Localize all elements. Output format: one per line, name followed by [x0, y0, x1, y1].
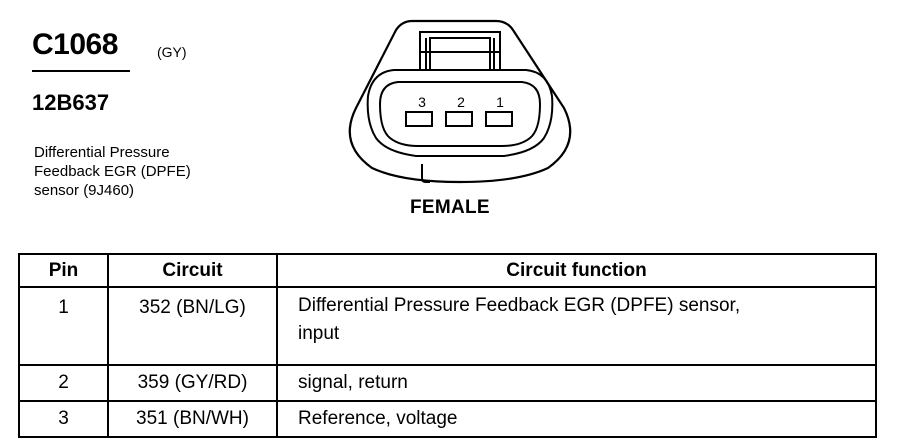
function-cell: Reference, voltage — [276, 400, 877, 438]
title-underline — [32, 70, 130, 72]
table-header-row: Pin Circuit Circuit function — [18, 253, 877, 288]
pin-terminal-3 — [405, 111, 433, 127]
table-row: 1 352 (BN/LG) Differential Pressure Feed… — [18, 286, 877, 366]
connector-shell-outer — [348, 19, 572, 184]
connector-shell-inner — [366, 69, 554, 157]
pin-cell: 3 — [18, 400, 109, 438]
component-description: Differential Pressure Feedback EGR (DPFE… — [34, 143, 254, 200]
function-line: Reference, voltage — [298, 408, 458, 429]
pin-cell: 1 — [18, 286, 109, 366]
function-line: signal, return — [298, 372, 408, 393]
pin-label-2: 2 — [457, 94, 465, 110]
pin-terminal-1 — [485, 111, 513, 127]
locking-tab — [419, 31, 501, 71]
function-cell: signal, return — [276, 364, 877, 402]
header-pin: Pin — [18, 253, 109, 288]
header-circuit: Circuit — [107, 253, 278, 288]
header-circuit-function: Circuit function — [276, 253, 877, 288]
circuit-cell: 352 (BN/LG) — [107, 286, 278, 366]
connector-id: C1068 — [32, 28, 118, 61]
pin-table: Pin Circuit Circuit function 1 352 (BN/L… — [18, 253, 877, 438]
pin-terminal-2 — [445, 111, 473, 127]
description-line-3: sensor (9J460) — [34, 182, 135, 199]
pin-label-1: 1 — [496, 94, 504, 110]
pin-cavity-outline — [378, 81, 542, 147]
description-line-1: Differential Pressure — [34, 144, 170, 161]
connector-gender-label: FEMALE — [410, 197, 490, 218]
table-row: 3 351 (BN/WH) Reference, voltage — [18, 400, 877, 438]
description-line-2: Feedback EGR (DPFE) — [34, 163, 191, 180]
circuit-cell: 351 (BN/WH) — [107, 400, 278, 438]
pin-cell: 2 — [18, 364, 109, 402]
connector-face-diagram: 3 2 1 — [348, 19, 572, 184]
function-line: Differential Pressure Feedback EGR (DPFE… — [298, 295, 741, 316]
part-number: 12B637 — [32, 90, 110, 115]
function-cell: Differential Pressure Feedback EGR (DPFE… — [276, 286, 877, 366]
function-line: input — [298, 323, 340, 344]
table-row: 2 359 (GY/RD) signal, return — [18, 364, 877, 402]
pin-label-3: 3 — [418, 94, 426, 110]
bottom-key — [421, 164, 430, 183]
connector-color: (GY) — [157, 44, 187, 60]
circuit-cell: 359 (GY/RD) — [107, 364, 278, 402]
